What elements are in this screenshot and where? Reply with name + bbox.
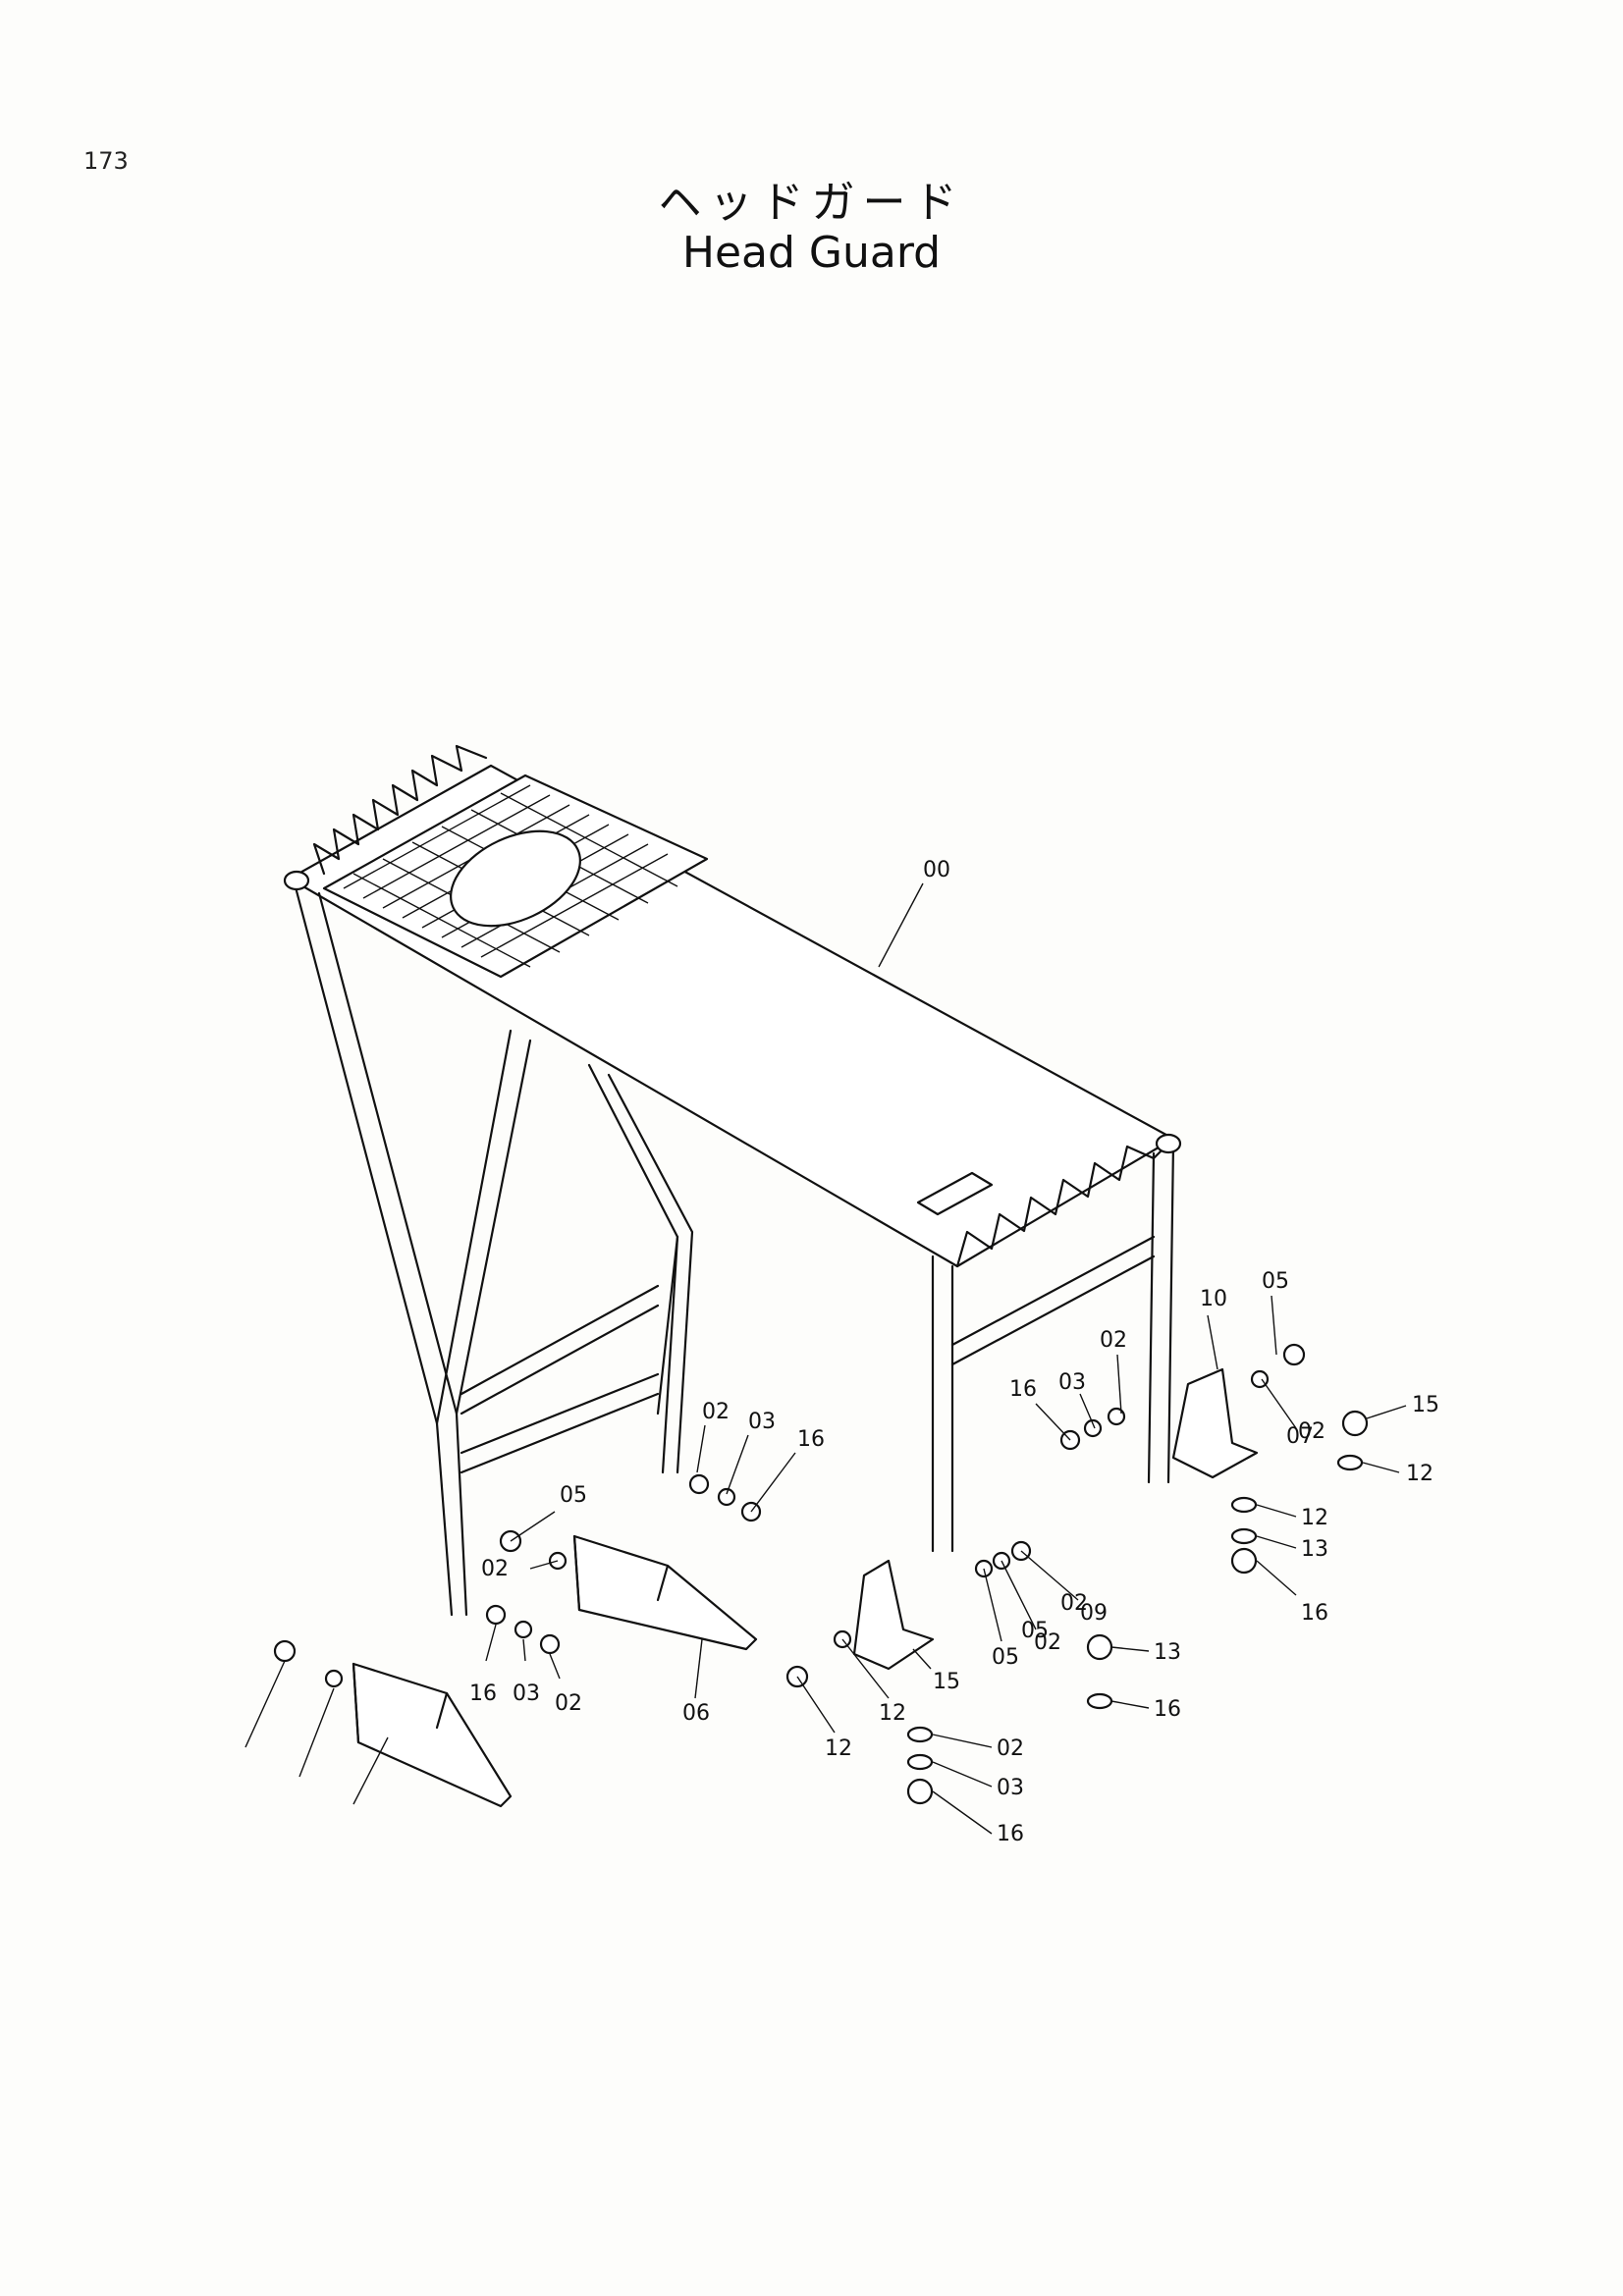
callout-02: 02 — [1100, 1328, 1127, 1353]
callout-02: 16 — [469, 1682, 497, 1706]
callout-03: 03 — [513, 1682, 540, 1706]
callout-12: 12 — [1301, 1506, 1328, 1530]
callout-02: 05 — [992, 1645, 1019, 1670]
callout-03: 05 — [1021, 1619, 1049, 1643]
callout-15: 15 — [1412, 1393, 1439, 1417]
callout-12: 16 — [1154, 1697, 1181, 1722]
callout-16: 02 — [555, 1691, 582, 1716]
callout-09: 15 — [933, 1670, 960, 1694]
bracket-07 — [572, 1534, 758, 1651]
page-number: 173 — [83, 147, 129, 175]
title-japanese: ヘッドガード — [658, 178, 965, 228]
callout-03: 03 — [1058, 1370, 1086, 1395]
leader-lines — [244, 882, 1407, 1835]
callout-03: 03 — [748, 1410, 776, 1434]
bracket-09 — [852, 1559, 935, 1671]
callout-16: 16 — [1301, 1601, 1328, 1626]
callout-16: 02 — [1060, 1591, 1088, 1616]
callout-02: 02 — [1298, 1419, 1325, 1444]
callout-10: 10 — [1200, 1287, 1227, 1311]
callout-02: 02 — [481, 1557, 509, 1581]
callout-13: 13 — [1301, 1537, 1328, 1562]
callout-02: 02 — [702, 1400, 730, 1424]
callout-00: 00 — [923, 858, 950, 882]
callout-12: 02 — [997, 1736, 1024, 1761]
callout-13: 03 — [997, 1776, 1024, 1800]
callout-16: 16 — [997, 1822, 1024, 1846]
callout-16: 09 — [1080, 1601, 1108, 1626]
callout-12: 12 — [1406, 1462, 1434, 1486]
callout-02: 12 — [879, 1701, 906, 1726]
callout-16: 16 — [1009, 1377, 1037, 1402]
callout-05: 12 — [825, 1736, 852, 1761]
callout-05: 05 — [1262, 1269, 1289, 1294]
title-english: Head Guard — [681, 228, 942, 278]
callout-05: 05 — [560, 1483, 587, 1508]
callout-labels: 00 10 05 02 03 16 02 15 12 12 13 16 02 0… — [469, 858, 1439, 1846]
callout-15: 13 — [1154, 1640, 1181, 1665]
callout-03: 02 — [1034, 1630, 1061, 1655]
callout-02: 07 — [1286, 1424, 1314, 1449]
callout-07: 06 — [682, 1701, 710, 1726]
head-guard-frame — [283, 744, 1182, 1617]
callout-16: 16 — [797, 1427, 825, 1452]
bracket-10 — [1171, 1367, 1259, 1479]
bracket-06 — [352, 1662, 513, 1808]
